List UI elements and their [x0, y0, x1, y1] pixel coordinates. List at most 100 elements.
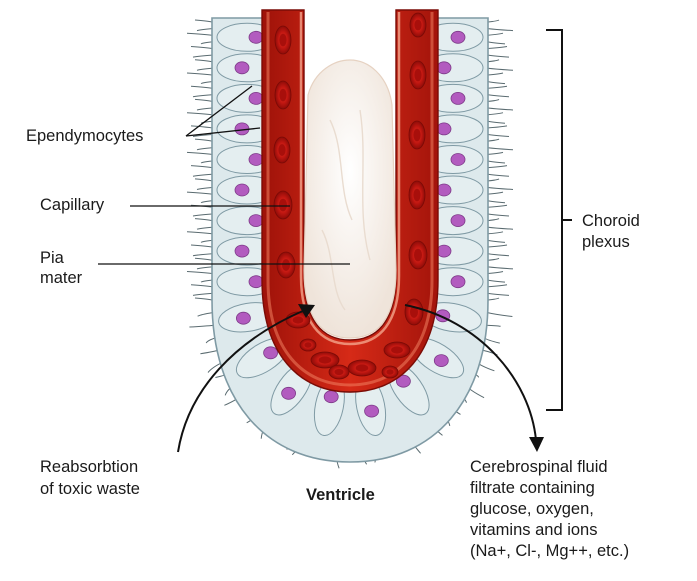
cell-nucleus	[437, 245, 451, 257]
cilium	[488, 95, 509, 97]
cell-nucleus	[437, 184, 451, 196]
cilium	[195, 139, 212, 141]
cilium	[488, 68, 513, 70]
cilium	[488, 267, 513, 269]
label-reabsorption-line2: of toxic waste	[40, 480, 140, 499]
cilium	[191, 285, 212, 287]
cilium	[191, 126, 212, 128]
cilium	[197, 267, 212, 269]
cilium	[488, 201, 505, 203]
cilium	[193, 174, 212, 176]
cilium	[488, 219, 499, 221]
choroid-plexus-bracket	[546, 30, 572, 410]
cell-nucleus	[235, 245, 249, 257]
cilium	[195, 219, 212, 221]
cilium	[488, 126, 507, 128]
cilium	[201, 161, 212, 163]
red-blood-cell-center	[304, 342, 311, 347]
cilium	[195, 298, 212, 300]
cilium	[197, 188, 212, 190]
cilium	[201, 280, 212, 282]
cilium	[488, 161, 505, 163]
label-csf-line5: (Na+, Cl-, Mg++, etc.)	[470, 542, 629, 561]
cell-nucleus	[451, 31, 465, 43]
cilium	[488, 192, 503, 194]
cilium	[195, 60, 212, 62]
red-blood-cell-center	[319, 356, 332, 363]
cell-nucleus	[365, 405, 379, 417]
label-pia-line2: mater	[40, 269, 82, 288]
cilium	[488, 99, 499, 101]
cilium	[189, 325, 214, 327]
cilium	[488, 214, 509, 216]
cilium	[488, 258, 499, 260]
cilium	[488, 205, 507, 207]
cilium	[198, 313, 213, 317]
cilium	[193, 214, 212, 216]
cilium	[187, 33, 212, 35]
cilium	[488, 55, 509, 57]
cilium	[195, 179, 212, 181]
red-blood-cell-center	[414, 20, 421, 31]
label-choroid-line1: Choroid	[582, 212, 640, 231]
cilium	[488, 240, 505, 242]
cilium	[488, 121, 505, 123]
cell-nucleus	[236, 312, 250, 324]
cell-nucleus	[282, 387, 296, 399]
cilium	[197, 68, 212, 70]
cilium	[488, 108, 513, 110]
red-blood-cell-center	[386, 369, 393, 374]
cilium	[488, 245, 507, 247]
cilium	[191, 245, 212, 247]
cilium	[201, 82, 212, 84]
cilium	[193, 55, 212, 57]
label-reabsorption-line1: Reabsorbtion	[40, 458, 138, 477]
cilium	[187, 232, 212, 234]
cell-nucleus	[451, 92, 465, 104]
cilium	[193, 293, 212, 295]
cilium	[193, 254, 212, 256]
cell-nucleus	[324, 391, 338, 403]
cilium	[488, 33, 503, 35]
label-csf-line4: vitamins and ions	[470, 521, 597, 540]
cilium	[488, 313, 513, 317]
cell-nucleus	[451, 276, 465, 288]
cilium	[197, 29, 212, 31]
label-choroid-line2: plexus	[582, 233, 630, 252]
cell-nucleus	[451, 154, 465, 166]
cilium	[187, 152, 212, 154]
cilium	[195, 99, 212, 101]
cilium	[193, 95, 212, 97]
cilium	[488, 60, 499, 62]
cilium	[201, 240, 212, 242]
cilium	[488, 139, 499, 141]
cilium	[195, 258, 212, 260]
cilium	[488, 166, 507, 168]
cilium	[488, 280, 505, 282]
cilium	[191, 86, 212, 88]
cilium	[488, 227, 513, 229]
red-blood-cell-center	[413, 129, 420, 142]
cilium	[191, 47, 212, 49]
label-csf-line1: Cerebrospinal fluid	[470, 458, 608, 477]
cilium	[486, 325, 501, 326]
cilium	[488, 82, 505, 84]
red-blood-cell-center	[391, 346, 403, 353]
cilium	[488, 298, 499, 300]
cilium	[187, 73, 212, 75]
cilium	[488, 135, 509, 137]
label-csf-line3: glucose, oxygen,	[470, 500, 594, 519]
cell-nucleus	[249, 154, 263, 166]
red-blood-cell-center	[356, 364, 369, 371]
label-csf-line2: filtrate containing	[470, 479, 595, 498]
label-ventricle: Ventricle	[306, 486, 375, 505]
cell-nucleus	[249, 92, 263, 104]
cilium	[488, 20, 499, 22]
cell-nucleus	[249, 215, 263, 227]
cilium	[201, 201, 212, 203]
cilium	[191, 166, 212, 168]
cilium	[488, 86, 507, 88]
cilium	[488, 148, 513, 150]
cilium	[195, 20, 212, 22]
